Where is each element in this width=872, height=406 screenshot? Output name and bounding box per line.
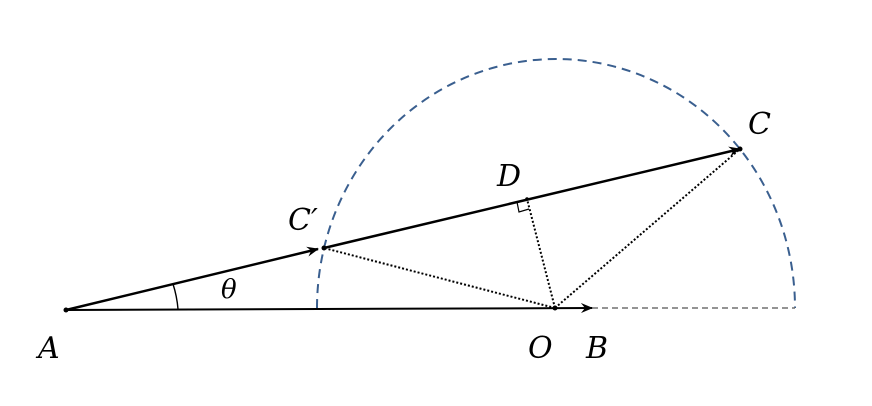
point-C-prime	[321, 245, 327, 251]
label-A: A	[38, 331, 60, 366]
segment-OC-prime	[323, 247, 556, 309]
angle-arc-theta	[172, 283, 179, 310]
label-C: C	[748, 107, 771, 142]
label-O: O	[528, 331, 553, 366]
label-theta: θ	[221, 275, 237, 305]
label-C-prime: C′	[288, 203, 318, 238]
segment-OD	[526, 198, 556, 309]
segment-OC	[554, 148, 741, 309]
point-C	[737, 146, 743, 152]
vector-AB	[65, 303, 593, 314]
vector-AC-prime	[65, 246, 319, 312]
right-angle-mark	[516, 201, 530, 213]
semicircle-dashed	[316, 58, 796, 309]
point-D	[525, 197, 529, 201]
label-D: D	[497, 159, 522, 194]
vector-CprimeC	[323, 146, 741, 250]
label-B: B	[586, 331, 609, 366]
point-O	[552, 305, 558, 311]
point-A	[63, 307, 69, 313]
